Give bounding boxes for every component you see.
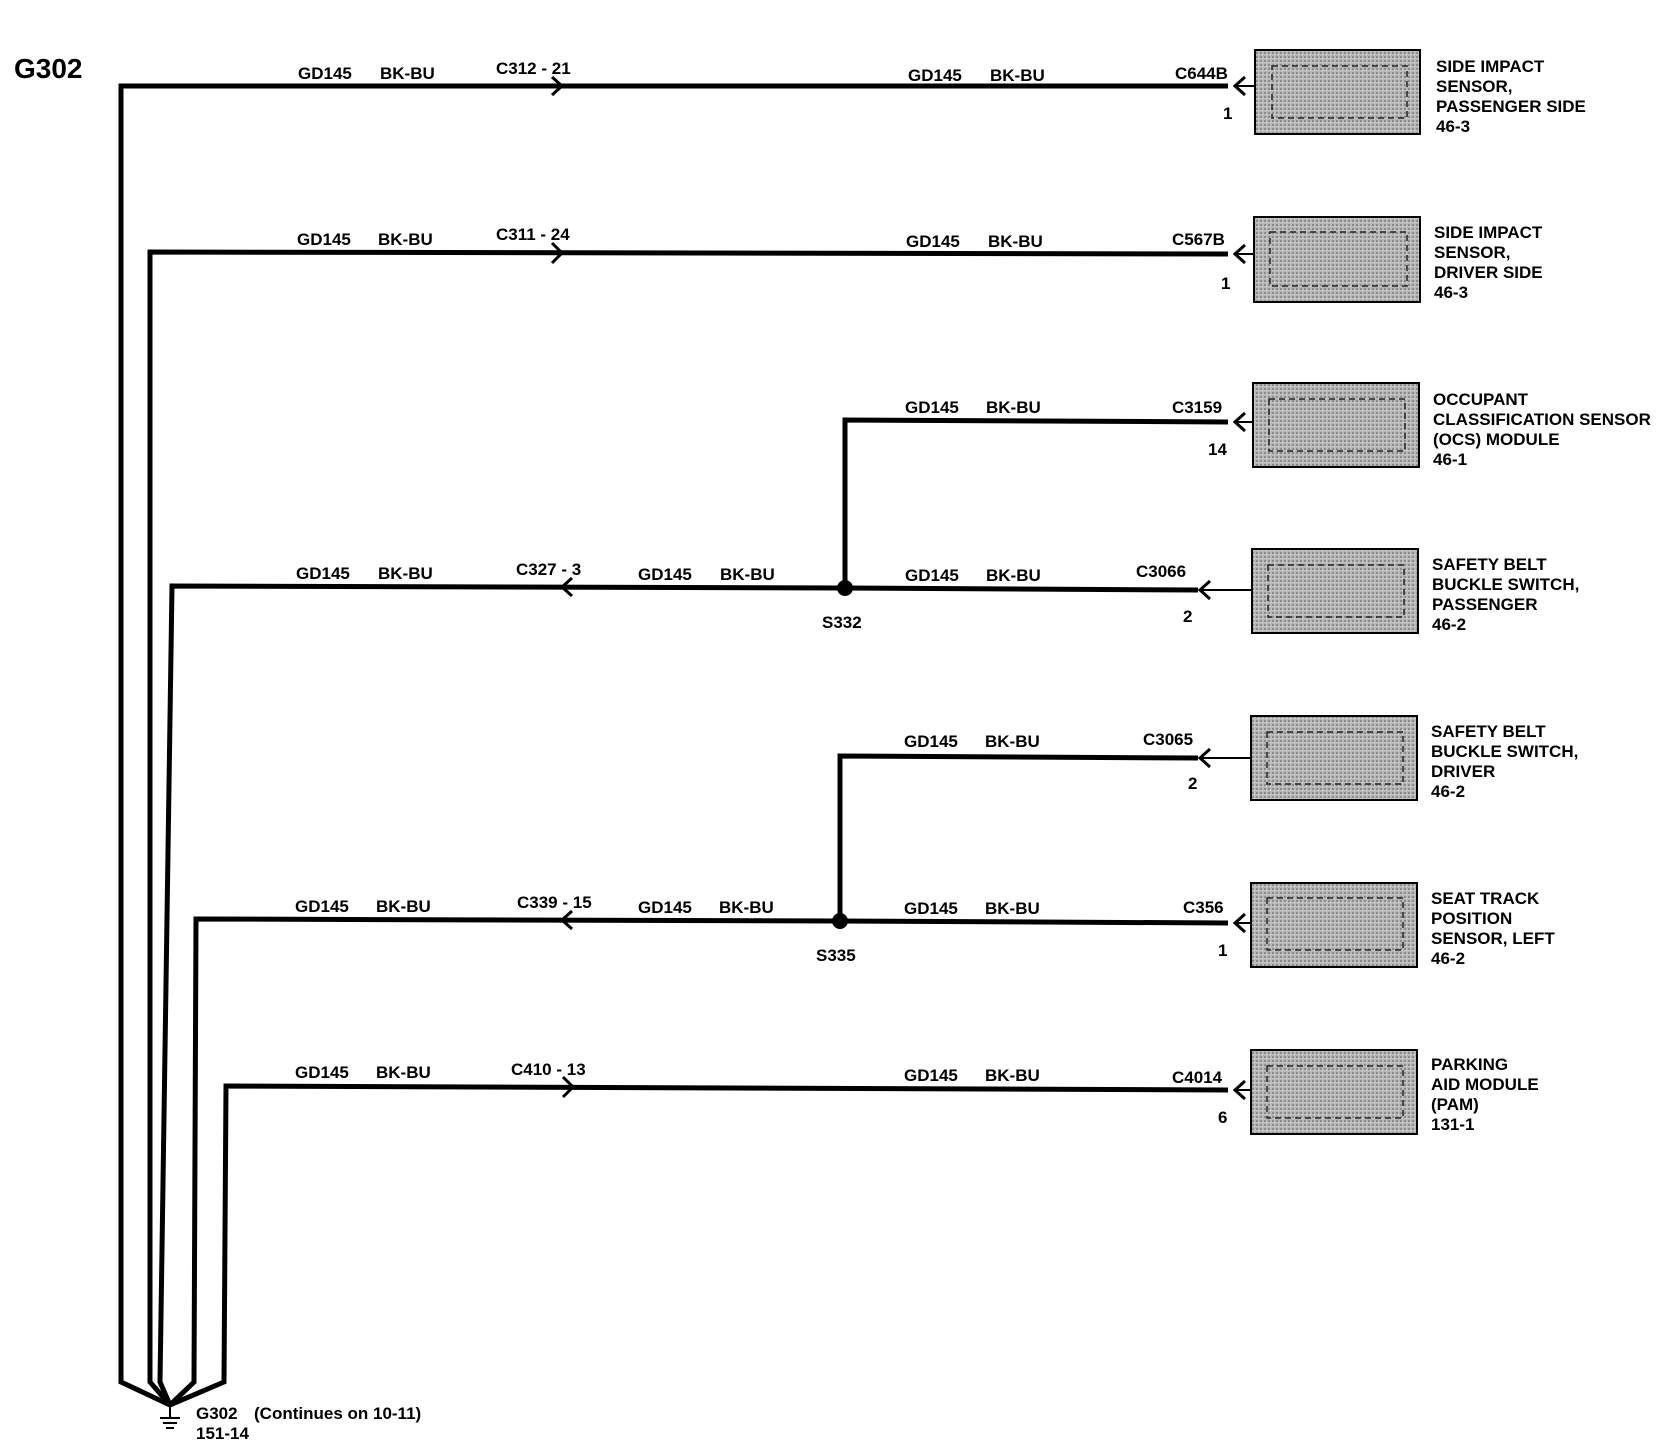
- wire-color: BK-BU: [985, 899, 1040, 918]
- inline-connector-label: C312 - 21: [496, 59, 571, 78]
- ground-name: G302: [196, 1404, 238, 1423]
- component-box: [1250, 715, 1418, 801]
- inline-connector-arrow: [550, 75, 565, 97]
- pin-number: 2: [1183, 607, 1192, 626]
- inline-connector-label: C410 - 13: [511, 1060, 586, 1079]
- connector-label: C3066: [1136, 562, 1186, 581]
- splice-label: S335: [816, 946, 856, 965]
- branch-s332: GD145 BK-BU C327 - 3 GD145 BK-BU S332 GD…: [157, 382, 1656, 1406]
- wire-color: BK-BU: [719, 898, 774, 917]
- pin-number: 14: [1208, 440, 1227, 459]
- ground-ref: 151-14: [196, 1424, 249, 1443]
- component-label: OCCUPANT CLASSIFICATION SENSOR (OCS) MOD…: [1433, 390, 1656, 469]
- inline-connector-arrow: [561, 1075, 576, 1099]
- wire-color: BK-BU: [378, 230, 433, 249]
- component-box: [1254, 49, 1421, 135]
- branch-c644b: GD145 BK-BU C312 - 21 GD145 BK-BU C644B …: [118, 49, 1591, 1408]
- wire-color: BK-BU: [378, 564, 433, 583]
- wire-circuit: GD145: [298, 64, 352, 83]
- wire-color: BK-BU: [988, 232, 1043, 251]
- inline-connector-label: C339 - 15: [517, 893, 592, 912]
- connector-label: C3159: [1172, 398, 1222, 417]
- component-label: SIDE IMPACT SENSOR, DRIVER SIDE 46-3: [1434, 223, 1547, 302]
- wire-circuit: GD145: [296, 564, 350, 583]
- component-box: [1252, 382, 1420, 468]
- ground-g302: G302 151-14 (Continues on 10-11): [160, 1404, 421, 1443]
- wire-color: BK-BU: [985, 732, 1040, 751]
- wire-color: BK-BU: [986, 566, 1041, 585]
- component-box: [1253, 216, 1421, 303]
- wire-circuit: GD145: [904, 899, 958, 918]
- wire-circuit: GD145: [905, 398, 959, 417]
- inline-connector-arrow: [550, 241, 565, 265]
- wire-circuit: GD145: [295, 1063, 349, 1082]
- component-label: SIDE IMPACT SENSOR, PASSENGER SIDE 46-3: [1436, 57, 1591, 136]
- wire-color: BK-BU: [985, 1066, 1040, 1085]
- component-label: SAFETY BELT BUCKLE SWITCH, PASSENGER 46-…: [1432, 555, 1584, 634]
- branch-c567b: GD145 BK-BU C311 - 24 GD145 BK-BU C567B …: [147, 216, 1547, 1407]
- branch-s335: GD145 BK-BU C339 - 15 GD145 BK-BU S335 G…: [168, 715, 1583, 1407]
- pin-number: 1: [1221, 274, 1230, 293]
- wire-circuit: GD145: [638, 898, 692, 917]
- component-label: SEAT TRACK POSITION SENSOR, LEFT 46-2: [1431, 889, 1559, 968]
- connector-label: C4014: [1172, 1068, 1223, 1087]
- wire-circuit: GD145: [905, 566, 959, 585]
- connector-label: C356: [1183, 898, 1224, 917]
- wire-color: BK-BU: [990, 66, 1045, 85]
- component-box: [1250, 1049, 1418, 1135]
- splice-label: S332: [822, 613, 862, 632]
- connector-label: C644B: [1175, 64, 1228, 83]
- wire-circuit: GD145: [295, 897, 349, 916]
- connector-label: C3065: [1143, 730, 1193, 749]
- wire-circuit: GD145: [904, 1066, 958, 1085]
- component-box: [1251, 548, 1419, 634]
- wire-circuit: GD145: [297, 230, 351, 249]
- splice-dot: [837, 580, 853, 596]
- wire-color: BK-BU: [376, 1063, 431, 1082]
- wire-circuit: GD145: [908, 66, 962, 85]
- connector-label: C567B: [1172, 230, 1225, 249]
- page-title: G302: [14, 53, 83, 84]
- inline-connector-label: C311 - 24: [496, 225, 570, 244]
- splice-dot: [832, 913, 848, 929]
- component-box: [1250, 882, 1418, 968]
- inline-connector-arrow: [559, 576, 574, 598]
- pin-number: 2: [1188, 774, 1197, 793]
- wire-color: BK-BU: [720, 565, 775, 584]
- wire-circuit: GD145: [904, 732, 958, 751]
- pin-number: 1: [1223, 104, 1232, 123]
- wire-circuit: GD145: [638, 565, 692, 584]
- wire-color: BK-BU: [376, 897, 431, 916]
- pin-number: 1: [1218, 941, 1227, 960]
- component-label: PARKING AID MODULE (PAM) 131-1: [1431, 1055, 1543, 1134]
- inline-connector-arrow: [559, 909, 574, 931]
- ground-note: (Continues on 10-11): [254, 1404, 421, 1423]
- branch-c4014: GD145 BK-BU C410 - 13 GD145 BK-BU C4014 …: [169, 1049, 1543, 1408]
- inline-connector-label: C327 - 3: [516, 560, 581, 579]
- wire-color: BK-BU: [380, 64, 435, 83]
- pin-number: 6: [1218, 1108, 1227, 1127]
- wire-color: BK-BU: [986, 398, 1041, 417]
- wire-circuit: GD145: [906, 232, 960, 251]
- component-label: SAFETY BELT BUCKLE SWITCH, DRIVER 46-2: [1431, 722, 1583, 801]
